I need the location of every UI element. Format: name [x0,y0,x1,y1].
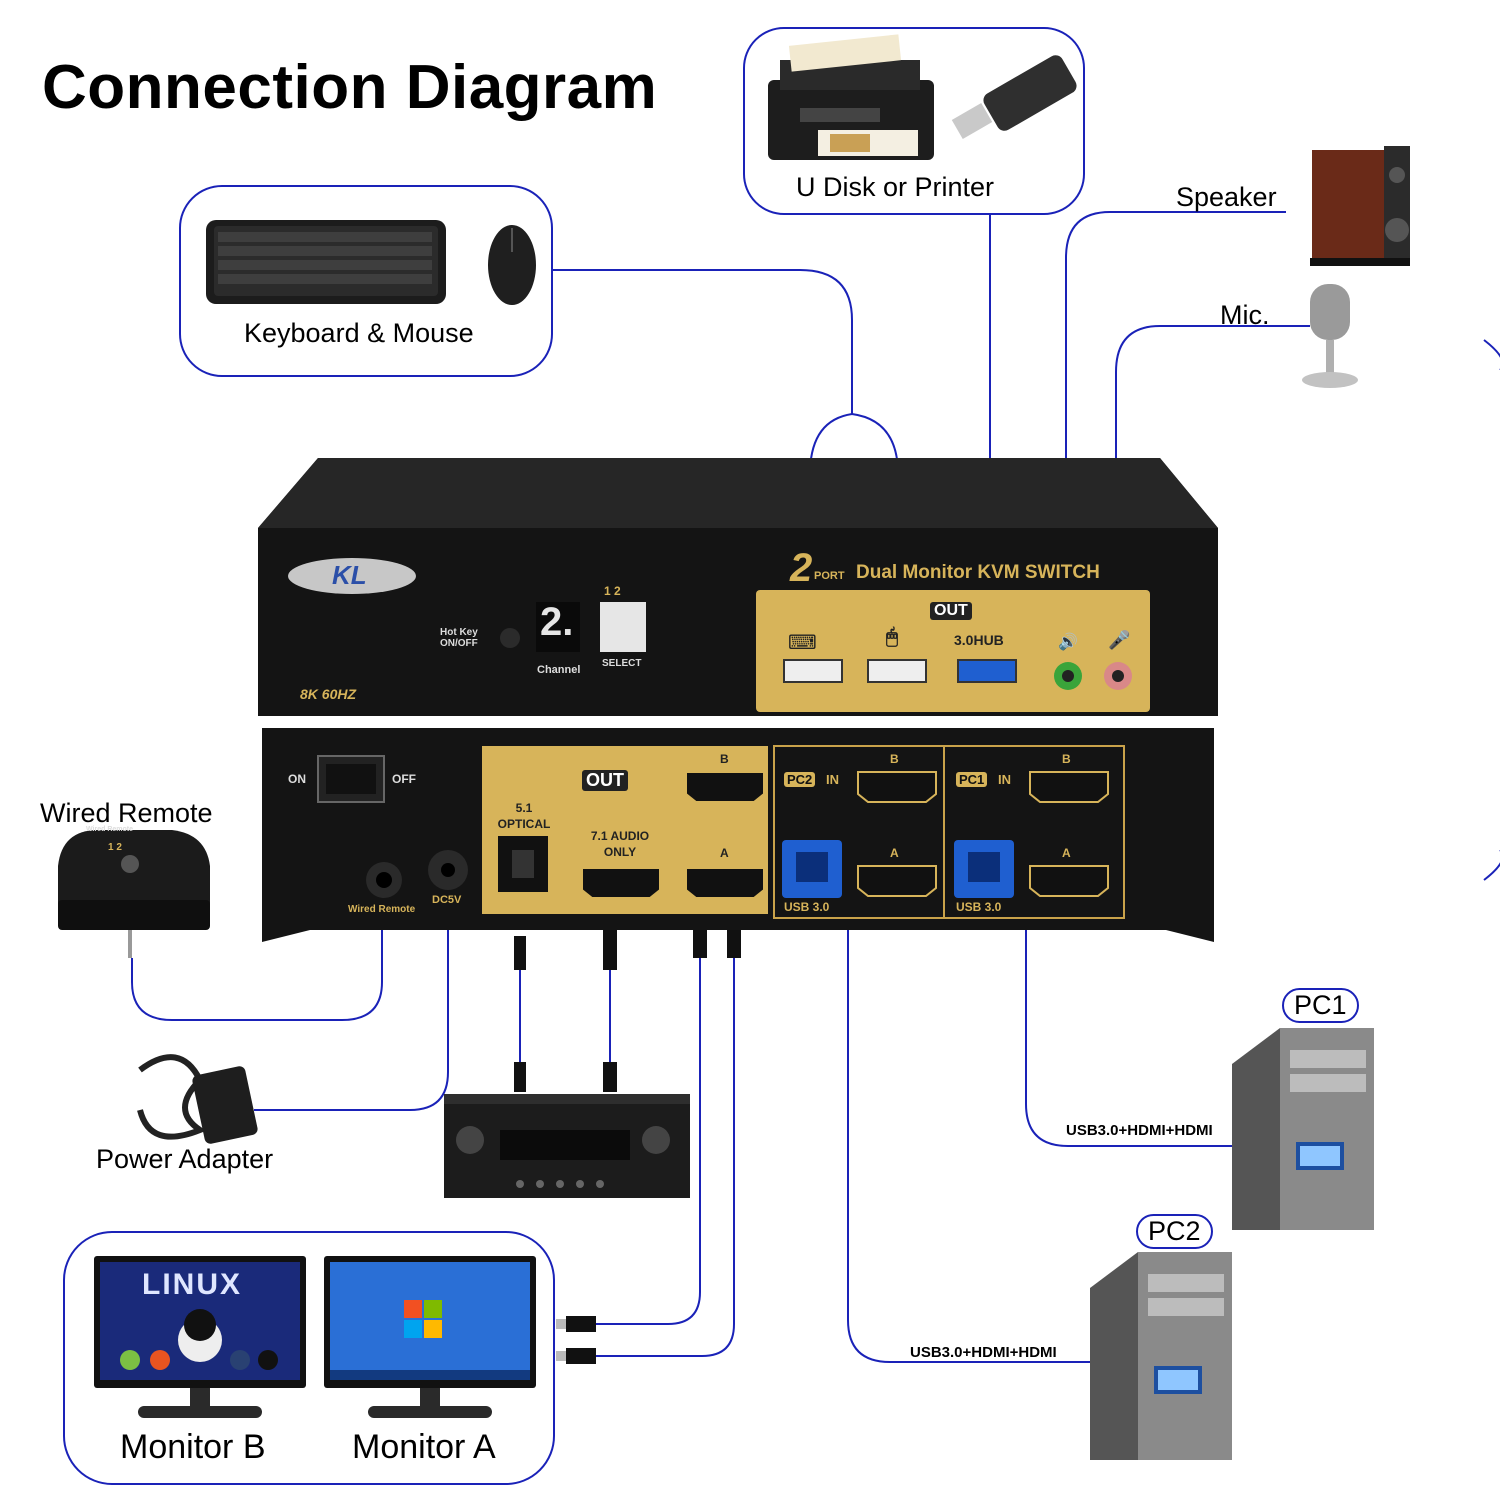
usb-device-bubble [743,27,1085,215]
optical-label: 5.1 OPTICAL [497,801,551,831]
power-adapter-illustration [137,1054,258,1144]
out-port-a-label: A [720,846,729,860]
dc-label: DC5V [432,894,462,906]
speaker-illustration [1310,146,1410,266]
printer-illustration [768,34,934,160]
mic-illustration [1302,284,1358,388]
pc2-in-word: IN [826,772,839,787]
product-port-count: 2 [790,546,813,590]
pc2-label: PC2 [1136,1214,1213,1249]
remote-top-text: Wired Remote [86,826,134,833]
product-name: Dual Monitor KVM SWITCH [856,562,1100,583]
select-button[interactable] [600,602,646,652]
power-off-label: OFF [392,772,416,786]
monitor-a-cable [596,958,735,1357]
monitor-a-label: Monitor A [352,1428,496,1466]
pc1-usb30-label: USB 3.0 [956,900,1002,914]
monitor-b-cable [596,958,701,1325]
resolution-label: 8K 60HZ [300,686,357,702]
pc1-label: PC1 [1282,988,1359,1023]
rear-out-label: OUT [582,770,628,791]
pc1-cable-label: USB3.0+HDMI+HDMI [1066,1122,1213,1139]
pc1-cable [1025,922,1232,1147]
front-out-label: OUT [930,602,972,620]
wired-remote-label: Wired Remote [40,798,213,828]
mouse-port-icon: 🖱 [886,626,898,648]
brand-logo: KL [332,560,367,590]
keyboard-port-icon: ⌨ [788,632,817,654]
pc1-in-label: PC1 [956,772,988,787]
linux-logo-text: LINUX [142,1268,242,1301]
monitor-b-label: Monitor B [120,1428,266,1466]
keyboard-mouse-cable [552,269,853,414]
pc2-cable-label: USB3.0+HDMI+HDMI [910,1344,1057,1361]
edge-bubble-arc [1483,339,1500,881]
power-adapter-label: Power Adapter [96,1144,274,1174]
power-cable [254,924,449,1111]
mic-port-icon: 🎤 [1108,630,1131,650]
hotkey-label: Hot Key ON/OFF [440,627,478,649]
pc1-in-word: IN [998,772,1011,787]
pc2-cable [847,922,1090,1363]
mouse-illustration [488,225,536,305]
page-title: Connection Diagram [42,53,658,122]
remote-illustration [58,830,210,958]
select-label: SELECT [602,658,642,669]
speaker-label: Speaker [1176,182,1277,212]
keyboard-mouse-label: Keyboard & Mouse [244,318,474,348]
product-port-word: PORT [814,570,845,582]
pc2-port-b-label: B [890,752,899,766]
keyboard-mouse-bubble [179,185,553,377]
mic-label: Mic. [1220,300,1270,330]
monitor-b-illustration [94,1256,306,1418]
out-port-b-label: B [720,752,729,766]
cable-lines [131,211,1310,1363]
monitors-bubble [63,1231,555,1485]
speaker-cable [1065,211,1286,464]
speaker-port-icon: 🔊 [1058,634,1078,651]
channel-display: 2. [540,600,574,644]
mic-cable [1115,325,1310,464]
usb-device-label: U Disk or Printer [796,172,995,202]
keyboard-illustration [206,220,446,304]
pc2-usb30-label: USB 3.0 [784,900,830,914]
power-on-label: ON [288,772,306,786]
wired-remote-port-label: Wired Remote [348,904,416,915]
hub-label: 3.0HUB [954,632,1004,648]
pc2-port-a-label: A [890,846,899,860]
hotkey-button[interactable] [500,628,520,648]
audio-only-label: 7.1 AUDIO ONLY [590,829,650,859]
power-switch[interactable] [326,764,376,794]
pc1-tower-illustration [1232,1028,1374,1230]
av-receiver-illustration [444,1094,690,1198]
select-numbers: 1 2 [604,584,621,598]
remote-cable [131,924,383,1021]
kvm-bottom-unit [262,728,1214,942]
pc2-in-label: PC2 [784,772,816,787]
pc2-tower-illustration [1090,1252,1232,1460]
channel-label: Channel [537,664,581,676]
monitor-a-illustration [324,1256,536,1418]
remote-buttons-label: 1 2 [108,842,122,853]
kvm-top-unit [258,458,1218,716]
pc1-port-a-label: A [1062,846,1071,860]
usb-stick-illustration [951,55,1077,140]
pc1-port-b-label: B [1062,752,1071,766]
